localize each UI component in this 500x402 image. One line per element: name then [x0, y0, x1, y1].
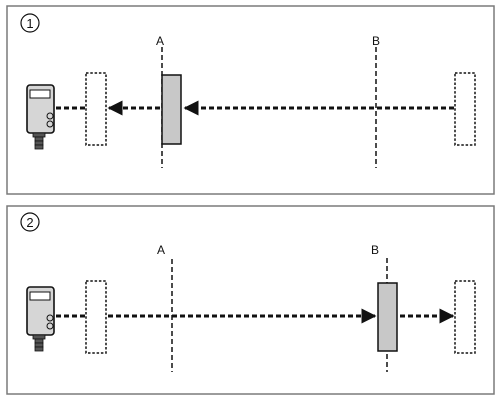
label-a: A	[156, 34, 164, 48]
near-target-outline	[85, 72, 107, 146]
label-b: B	[371, 243, 379, 257]
far-reflector-outline	[454, 72, 476, 146]
panel-1-frame	[6, 5, 495, 195]
label-b: B	[372, 34, 380, 48]
near-target-outline	[85, 280, 107, 354]
object-at-b	[377, 282, 398, 352]
panel-1-number: 1	[26, 16, 33, 31]
sensor-icon	[26, 84, 55, 150]
panel-2-number-badge: 2	[20, 212, 40, 232]
panel-2: 2 A B	[6, 205, 495, 395]
object-at-a	[161, 74, 182, 145]
sensor-icon	[26, 286, 55, 352]
panel-2-frame	[6, 205, 495, 395]
far-reflector-outline	[454, 280, 476, 354]
panel-1: 1 A B	[6, 5, 495, 195]
panel-2-number: 2	[26, 215, 33, 230]
panel-1-number-badge: 1	[20, 13, 40, 33]
label-a: A	[157, 243, 165, 257]
